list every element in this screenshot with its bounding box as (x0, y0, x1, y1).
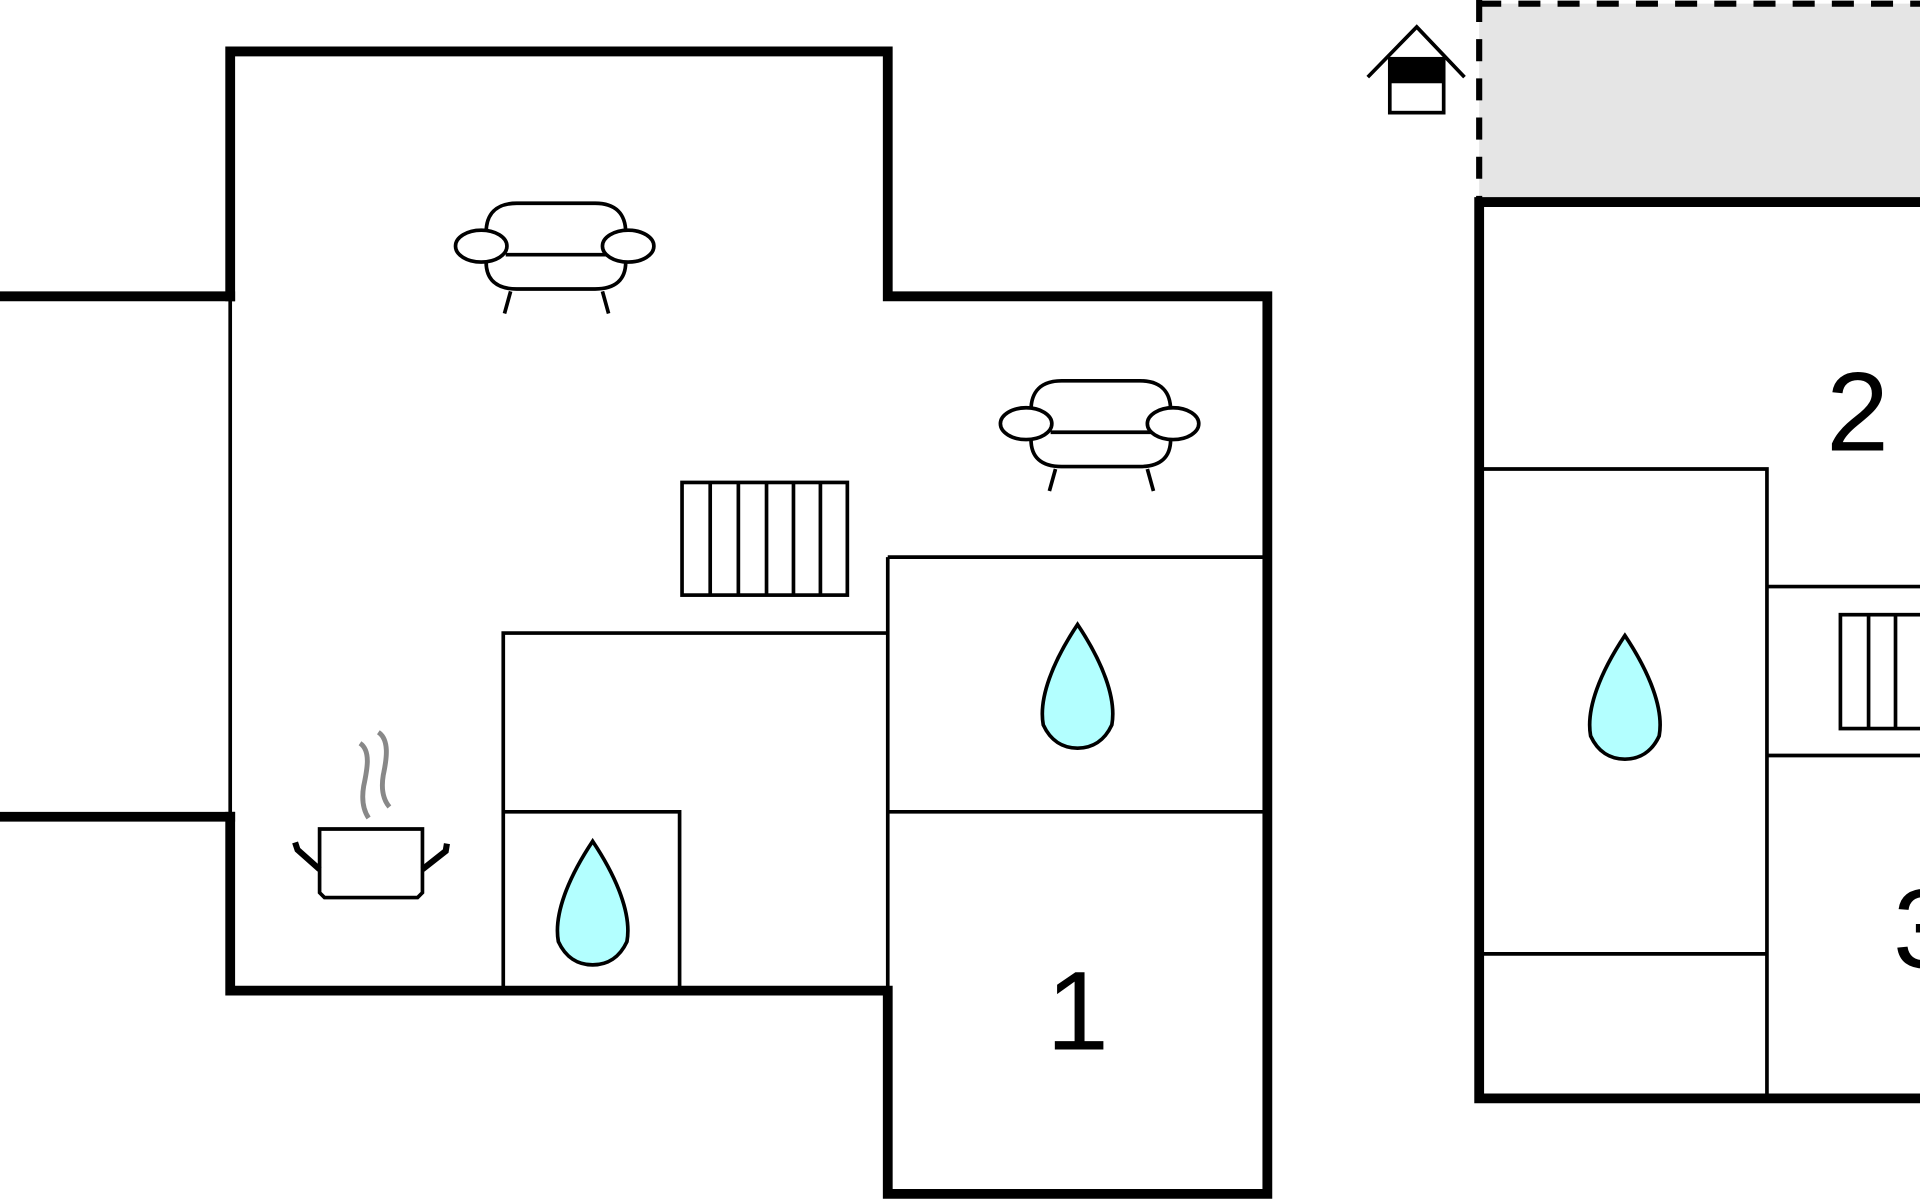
garage-icon (1366, 24, 1466, 115)
room-label-3: 3 (1893, 865, 1920, 991)
room-label-1: 1 (1046, 947, 1109, 1073)
water-drop-icon (555, 839, 630, 967)
cooking-pot-icon (292, 730, 450, 900)
room-label-2: 2 (1826, 349, 1889, 475)
water-drop-icon (1587, 633, 1662, 762)
sofa-icon (998, 378, 1201, 493)
radiator-icon (1838, 612, 1920, 731)
sofa-icon (453, 201, 656, 316)
right-building (1474, 197, 1920, 1104)
water-drop-icon (1040, 622, 1115, 751)
garage-area (1476, 0, 1920, 200)
radiator-icon (680, 480, 850, 597)
left-building (0, 46, 1273, 1199)
